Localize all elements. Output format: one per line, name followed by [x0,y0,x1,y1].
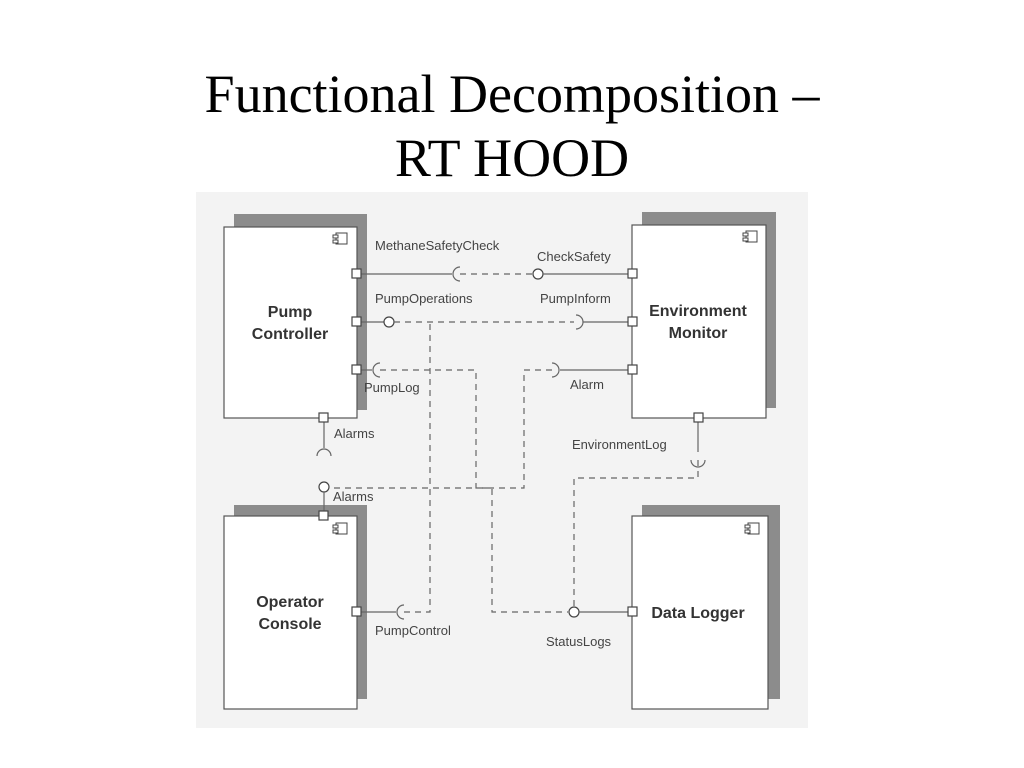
port-pump-inform[interactable] [627,316,638,327]
pump-control-connector [361,322,431,620]
pump-controller-component[interactable]: Pump Controller [223,226,358,419]
component-icon [332,232,348,245]
component-icon [742,230,758,243]
environment-monitor-title-1: Environment [649,303,747,320]
label-alarm: Alarm [570,377,604,392]
port-pump-operations[interactable] [351,316,362,327]
environment-monitor-component[interactable]: Environment Monitor [631,224,767,419]
lollipop-icon [383,316,395,328]
lollipop-icon [318,481,330,493]
label-status-logs: StatusLogs [546,634,612,649]
label-pump-operations: PumpOperations [375,291,473,306]
label-alarms-top: Alarms [334,426,375,441]
port-methane-safety-check[interactable] [351,268,362,279]
component-icon [332,522,348,535]
operator-console-title-2: Console [258,616,321,633]
data-logger-title: Data Logger [651,605,744,622]
socket-icon [372,362,381,378]
label-pump-log: PumpLog [364,380,420,395]
component-icon [744,522,760,535]
socket-icon [575,314,584,330]
operator-console-component[interactable]: Operator Console [223,515,358,710]
methane-safety-connector [361,266,628,282]
label-pump-control: PumpControl [375,623,451,638]
alarms-connector [316,422,332,512]
port-check-safety[interactable] [627,268,638,279]
alarm-connector [330,362,628,489]
label-pump-inform: PumpInform [540,291,611,306]
port-pump-log[interactable] [351,364,362,375]
operator-console-title-1: Operator [256,594,324,611]
pump-controller-title-1: Pump [268,304,313,321]
label-methane-safety-check: MethaneSafetyCheck [375,238,500,253]
lollipop-icon [568,606,580,618]
port-alarms-operator-console[interactable] [318,510,329,521]
pump-controller-title-2: Controller [252,326,328,343]
socket-icon [690,459,706,468]
lollipop-icon [532,268,544,280]
slide-title: Functional Decomposition – RT HOOD [0,62,1024,190]
pump-log-connector [361,362,568,613]
title-line-1: Functional Decomposition – [204,64,820,124]
label-environment-log: EnvironmentLog [572,437,667,452]
label-alarms-bottom: Alarms [333,489,374,504]
data-logger-component[interactable]: Data Logger [631,515,769,710]
port-environment-log[interactable] [693,412,704,423]
port-alarm[interactable] [627,364,638,375]
socket-icon [551,362,560,378]
socket-icon [452,266,461,282]
port-status-logs[interactable] [627,606,638,617]
socket-icon [396,604,405,620]
socket-icon [316,448,332,457]
environment-monitor-title-2: Monitor [669,325,728,342]
title-line-2: RT HOOD [394,128,630,188]
port-alarms-pump-controller[interactable] [318,412,329,423]
pump-operations-connector [361,314,628,330]
label-check-safety: CheckSafety [537,249,611,264]
port-pump-control[interactable] [351,606,362,617]
environment-log-connector [568,422,706,618]
